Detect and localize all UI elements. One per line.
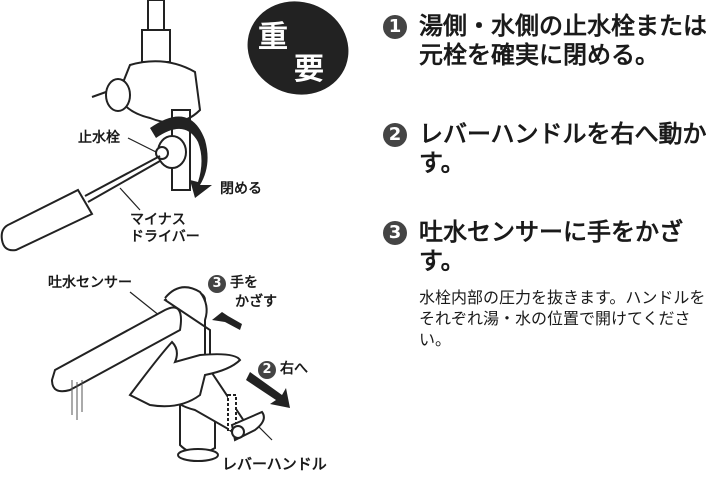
step2-hint-label: 右へ [280,361,308,377]
water-stream [71,380,83,420]
lever-label: レバーハンドル [222,455,327,473]
step-3: 3 吐水センサーに手をかざす。 [383,218,706,276]
hand-drawing [128,340,242,408]
hand-arrow-icon [212,312,242,330]
screwdriver-label-1: マイナス [130,212,186,228]
stop-valve-label: 止水栓 [78,130,120,146]
step-2-text: レバーハンドルを右へ動かす。 [419,120,706,177]
step-3-number: 3 [383,221,407,245]
close-label: 閉める [220,181,262,197]
step3-hint-line2: かざす [235,294,277,310]
step-2: 2 レバーハンドルを右へ動かす。 [383,120,706,178]
screwdriver-drawing [0,155,161,252]
step-1-text: 湯側・水側の止水栓または元栓を確実に閉める。 [419,12,706,69]
step-2-number: 2 [383,123,407,147]
right-arrow-icon [246,372,290,408]
faucet-illustrations [0,0,290,462]
step2-hint-number: 2 [258,361,276,379]
stop-valve-drawing [155,135,187,169]
close-rotation-arrow [150,116,212,198]
screwdriver-label-2: ドライバー [130,229,200,245]
badge-text-1: 重 [258,20,288,55]
step3-hint-number: 3 [208,275,226,293]
step3-hint-line1: 手を [230,275,258,291]
step-1: 1 湯側・水側の止水栓または元栓を確実に閉める。 [383,12,706,70]
sensor-label: 吐水センサー [48,275,132,291]
step-3-note: 水栓内部の圧力を抜きます。ハンドルをそれぞれ湯・水の位置で開けてください。 [419,288,706,349]
step-1-number: 1 [383,15,407,39]
step-3-text: 吐水センサーに手をかざす。 [419,218,683,275]
badge-text-2: 要 [294,52,324,87]
